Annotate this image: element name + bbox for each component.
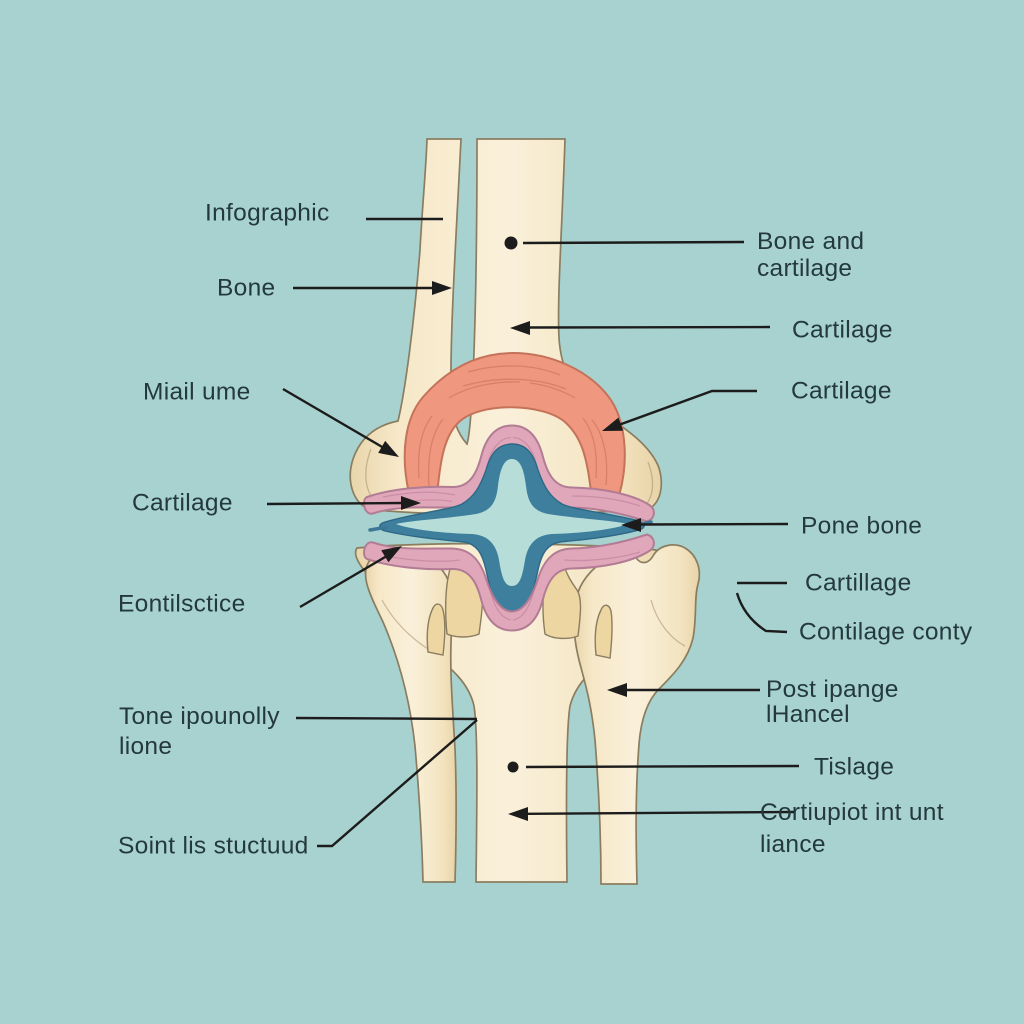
leader-contilage-conty — [735, 592, 788, 634]
label-pone-bone: Pone bone — [801, 513, 922, 540]
label-text: lHancel — [766, 701, 850, 728]
arrowhead-cartilage-r1 — [510, 321, 530, 335]
label-text: Infographic — [205, 199, 330, 227]
label-text: Eontilsctice — [118, 590, 246, 618]
leader-bone-and-cartilage — [522, 240, 745, 245]
label-text: Cortiupiot int unt — [760, 799, 944, 826]
arrowhead-cartilage-r2 — [602, 417, 624, 431]
label-text: Cartilage — [132, 489, 233, 517]
label-cartilage-left: Cartilage — [132, 490, 233, 517]
label-bone: Bone — [217, 275, 275, 302]
lower-pink-fiber-texture — [384, 551, 641, 621]
label-text: Soint lis stuctuud — [118, 832, 309, 860]
leader-pone-bone — [640, 522, 789, 526]
label-text: Pone bone — [801, 512, 923, 540]
label-post-ipange: Post ipange lHancel — [766, 677, 899, 727]
label-infographic: Infographic — [205, 200, 330, 227]
dot-tislage — [507, 761, 519, 773]
label-soint-lis-stuctuud: Soint lis stuctuud — [118, 833, 309, 860]
leader-cartilage-r1 — [529, 325, 771, 329]
leader-cartilage-left — [266, 501, 404, 506]
label-text: Cartilage — [792, 316, 893, 344]
label-text: Tone ipounolly — [119, 703, 280, 730]
label-cartilage-right-1: Cartilage — [792, 317, 893, 344]
label-bone-and-cartilage: Bone and cartilage — [757, 228, 864, 282]
arrowhead-pone-bone — [621, 518, 641, 532]
label-text: cartilage — [757, 255, 853, 282]
dot-bone-and-cartilage — [504, 236, 518, 250]
label-text: lione — [119, 733, 173, 760]
label-tone-ipounolly: Tone ipounolly lione — [119, 702, 280, 762]
label-text: Bone and — [757, 228, 865, 255]
fibula-bone — [573, 544, 701, 885]
label-text: Miail ume — [143, 378, 251, 406]
arrowhead-cortiupiot — [508, 807, 528, 821]
lower-meniscus-pink — [363, 533, 655, 632]
leader-miail-ume — [282, 387, 384, 449]
leader-tislage — [525, 764, 800, 769]
label-text: Contilage conty — [799, 618, 973, 646]
label-cartilage-right-2: Cartilage — [791, 378, 892, 405]
leader-cortiupiot — [527, 810, 796, 815]
label-cortiupiot: Cortiupiot int unt liance — [760, 797, 944, 861]
leader-soint — [317, 719, 478, 848]
label-miail-ume: Miail ume — [143, 379, 251, 406]
leader-eontilsctice — [299, 555, 387, 609]
salmon-fiber-texture — [417, 365, 608, 487]
arrowhead-cartilage-left — [401, 496, 421, 510]
label-text: Tislage — [814, 753, 895, 781]
label-text: Cartillage — [805, 569, 912, 597]
leader-cartilage-r2 — [619, 389, 757, 426]
arrowhead-post-ipange — [607, 683, 627, 697]
arrowhead-bone — [432, 281, 452, 295]
label-text: Post ipange — [766, 676, 899, 703]
label-tislage: Tislage — [814, 754, 894, 781]
arrowhead-eontilsctice — [381, 546, 402, 563]
label-text: liance — [760, 831, 826, 858]
annotation-lines — [266, 217, 800, 848]
label-eontilsctice: Eontilsctice — [118, 591, 246, 618]
leader-tone-ipounolly — [295, 716, 478, 721]
label-text: Bone — [217, 274, 276, 302]
label-cartillage: Cartillage — [805, 570, 912, 597]
label-text: Cartilage — [791, 377, 892, 405]
joint-space-window — [396, 459, 628, 586]
tibial-spines — [426, 553, 613, 659]
label-contilage-conty: Contilage conty — [799, 619, 972, 646]
annotation-arrowheads — [378, 236, 641, 821]
arrowhead-miail-ume — [378, 440, 399, 457]
